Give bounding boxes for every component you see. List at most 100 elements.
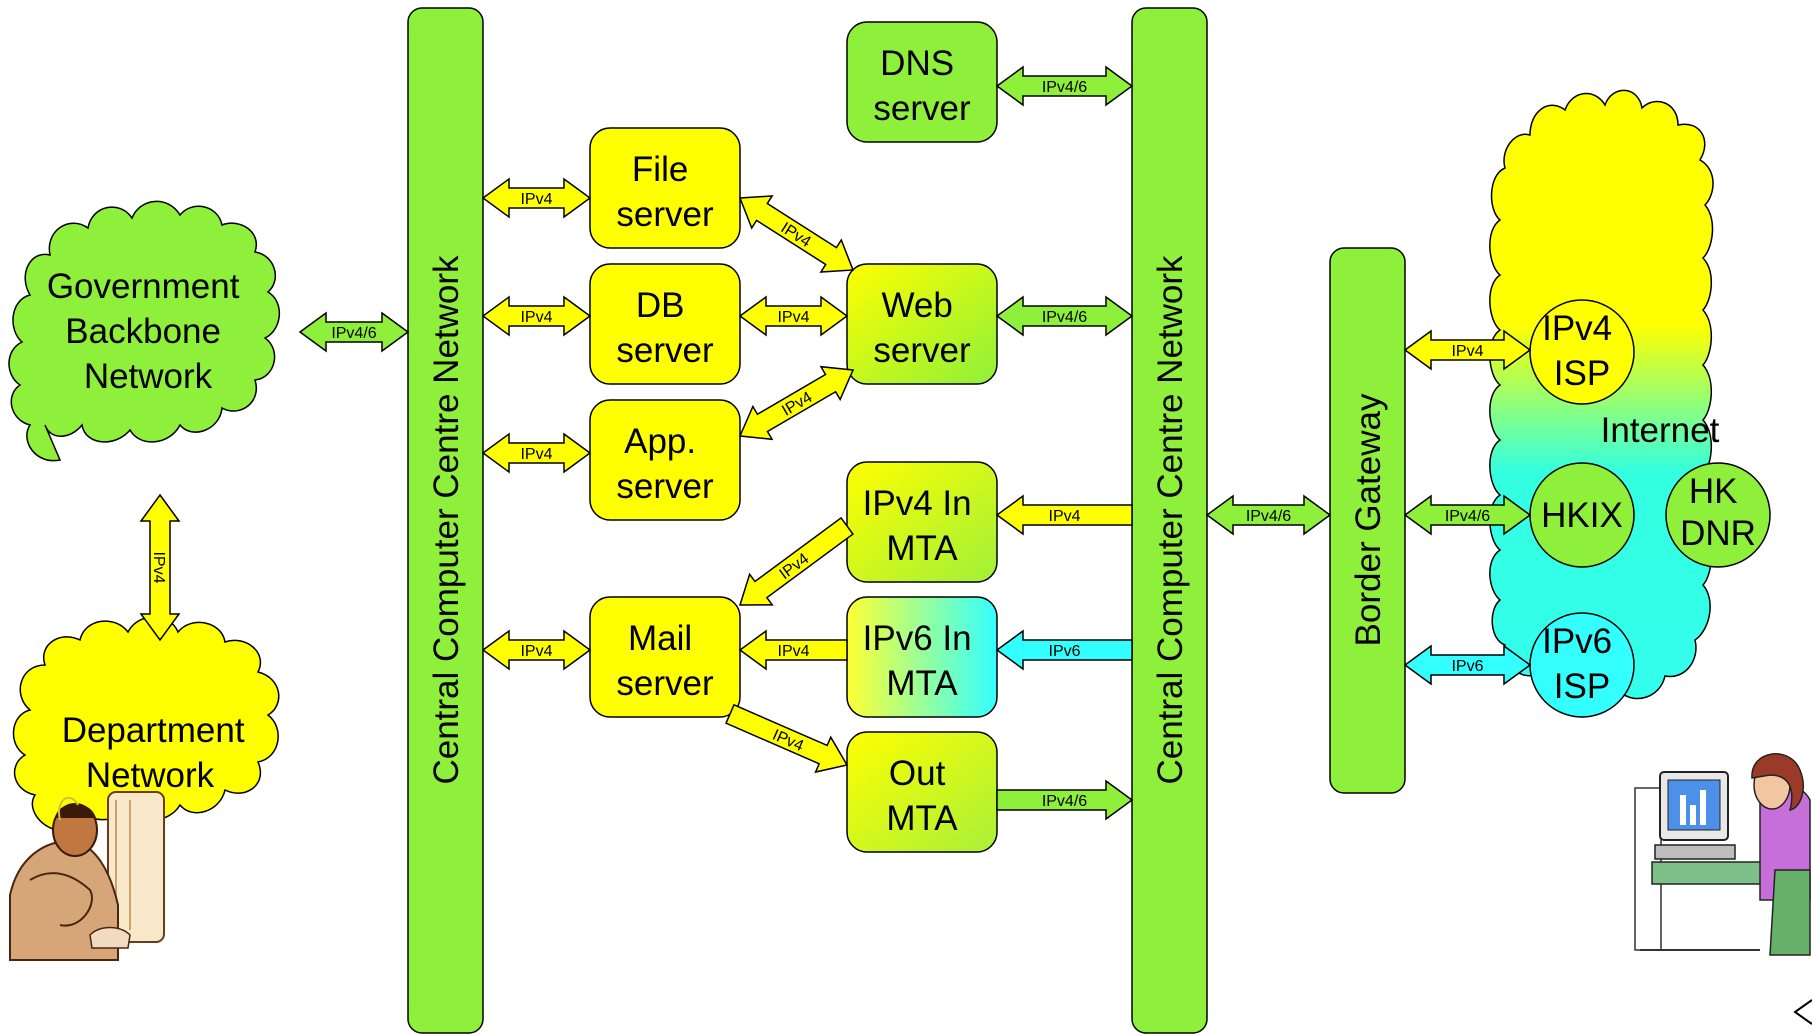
arrow-label: IPv4/6 [1445,508,1490,525]
internet-label: Internet [1601,411,1720,450]
svg-text:HKIX: HKIX [1541,496,1623,535]
arrow-border-hkix: IPv4/6 [1403,494,1532,536]
computer-user-illustration [1634,753,1811,956]
arrow-label: IPv4/6 [1042,793,1087,810]
arrow-db-web: IPv4 [738,295,849,337]
arrow-shape [996,779,1134,821]
svg-text:HK DNR: HK DNR [1680,472,1756,553]
arrow-shape [1403,644,1532,686]
svg-text:Web server: Web server [873,286,971,370]
ipv4-isp: IPv4 ISP [1529,299,1635,405]
arrow-label: IPv4/6 [1042,309,1087,326]
arrow-shape [298,311,410,353]
mail-server: Mail server [589,596,741,718]
arrow-shape [995,494,1133,536]
arrow-ccc-border: IPv4/6 [1205,494,1332,536]
app-server: App. server [589,399,741,521]
svg-text:IPv4 ISP: IPv4 ISP [1542,309,1622,393]
arrow-label: IPv4 [1048,508,1080,525]
ipv6-isp: IPv6 ISP [1529,612,1635,718]
arrow-label: IPv4/6 [1246,508,1291,525]
central-network-bus-left-label: Central Computer Centre Network [427,255,466,785]
svg-text:DB server: DB server [616,286,714,370]
svg-text:Out MTA: Out MTA [886,754,958,838]
hkix: HKIX [1529,462,1635,568]
svg-text:IPv6 ISP: IPv6 ISP [1542,622,1622,706]
svg-text:IPv6 In MTA: IPv6 In MTA [863,619,982,703]
arrow-shape [481,629,592,671]
arrow-shape [725,703,849,774]
arrow-shape [995,65,1134,107]
arrow-ccc-db: IPv4 [481,295,592,337]
arrow-shape [738,295,849,337]
arrow-label: IPv4 [150,551,167,583]
arrow-shape [1403,494,1532,536]
arrow-app-web: IPv4 [738,365,855,441]
dns-server: DNS server [846,21,998,143]
arrow-ipv6-in-mail: IPv4 [738,629,848,671]
arrow-label: IPv4 [520,643,552,660]
department-network-cloud: Department Network [12,616,280,832]
arrow-ccc-file: IPv4 [481,177,592,219]
arrow-file-web: IPv4 [738,195,855,273]
arrow-gov-to-dept: IPv4 [139,493,181,642]
border-gateway-label: Border Gateway [1349,393,1388,646]
arrow-shape [738,516,854,606]
arrow-shape [738,629,848,671]
arrow-ipv4-in-mail: IPv4 [738,516,854,606]
arrow-border-ipv6-isp: IPv6 [1403,644,1532,686]
arrow-label: IPv4 [1451,343,1483,360]
arrow-web-ccc: IPv4/6 [995,295,1134,337]
svg-text:IPv4 In MTA: IPv4 In MTA [863,484,982,568]
out-mta: Out MTA [846,731,998,853]
arrows-layer: IPv4/6IPv4IPv4IPv4IPv4IPv4IPv4IPv4IPv4IP… [139,65,1532,821]
ipv6-in-mta: IPv6 In MTA [846,596,998,718]
svg-text:File server: File server [616,150,714,234]
arrow-shape [481,295,592,337]
arrow-ccc-mail: IPv4 [481,629,592,671]
arrow-border-ipv4-isp: IPv4 [1403,329,1532,371]
arrow-ccc-ipv6-in: IPv6 [995,629,1133,671]
department-network-label: Department Network [62,711,255,795]
arrow-label: IPv4 [777,643,809,660]
hk-dnr: HK DNR [1665,462,1771,568]
arrow-shape [738,195,855,273]
arrow-shape [139,493,181,642]
arrow-label: IPv6 [1451,658,1483,675]
arrow-label: IPv4 [520,191,552,208]
central-network-bus-right-label: Central Computer Centre Network [1151,255,1190,785]
central-network-bus-left: Central Computer Centre Network [407,7,484,1034]
arrow-shape [1403,329,1532,371]
svg-text:Mail server: Mail server [616,619,714,703]
arrow-mail-out: IPv4 [725,703,849,774]
arrow-shape [995,295,1134,337]
arrow-label: IPv6 [1048,643,1080,660]
arrow-shape [481,432,592,474]
arrow-gov-to-ccc: IPv4/6 [298,311,410,353]
arrow-out-ccc: IPv4/6 [996,779,1134,821]
arrow-ccc-app: IPv4 [481,432,592,474]
arrow-shape [481,177,592,219]
border-gateway: Border Gateway [1329,247,1406,794]
corner-mark-icon [1793,999,1812,1025]
gov-backbone-label: Government Backbone Network [47,267,249,396]
arrow-label: IPv4 [520,309,552,326]
svg-text:App. server: App. server [616,422,714,506]
arrow-label: IPv4/6 [331,325,376,342]
db-server: DB server [589,263,741,385]
arrow-dns-ccc: IPv4/6 [995,65,1134,107]
ipv4-in-mta: IPv4 In MTA [846,461,998,583]
central-network-bus-right: Central Computer Centre Network [1131,7,1208,1034]
arrow-label: IPv4 [520,446,552,463]
arrow-shape [738,365,855,441]
file-server: File server [589,127,741,249]
web-server: Web server [846,263,998,385]
arrow-shape [1205,494,1332,536]
office-worker-illustration [9,791,165,961]
arrow-shape [995,629,1133,671]
svg-text:DNS server: DNS server [873,44,971,128]
arrow-label: IPv4/6 [1042,79,1087,96]
arrow-ccc-ipv4-in: IPv4 [995,494,1133,536]
arrow-label: IPv4 [777,309,809,326]
